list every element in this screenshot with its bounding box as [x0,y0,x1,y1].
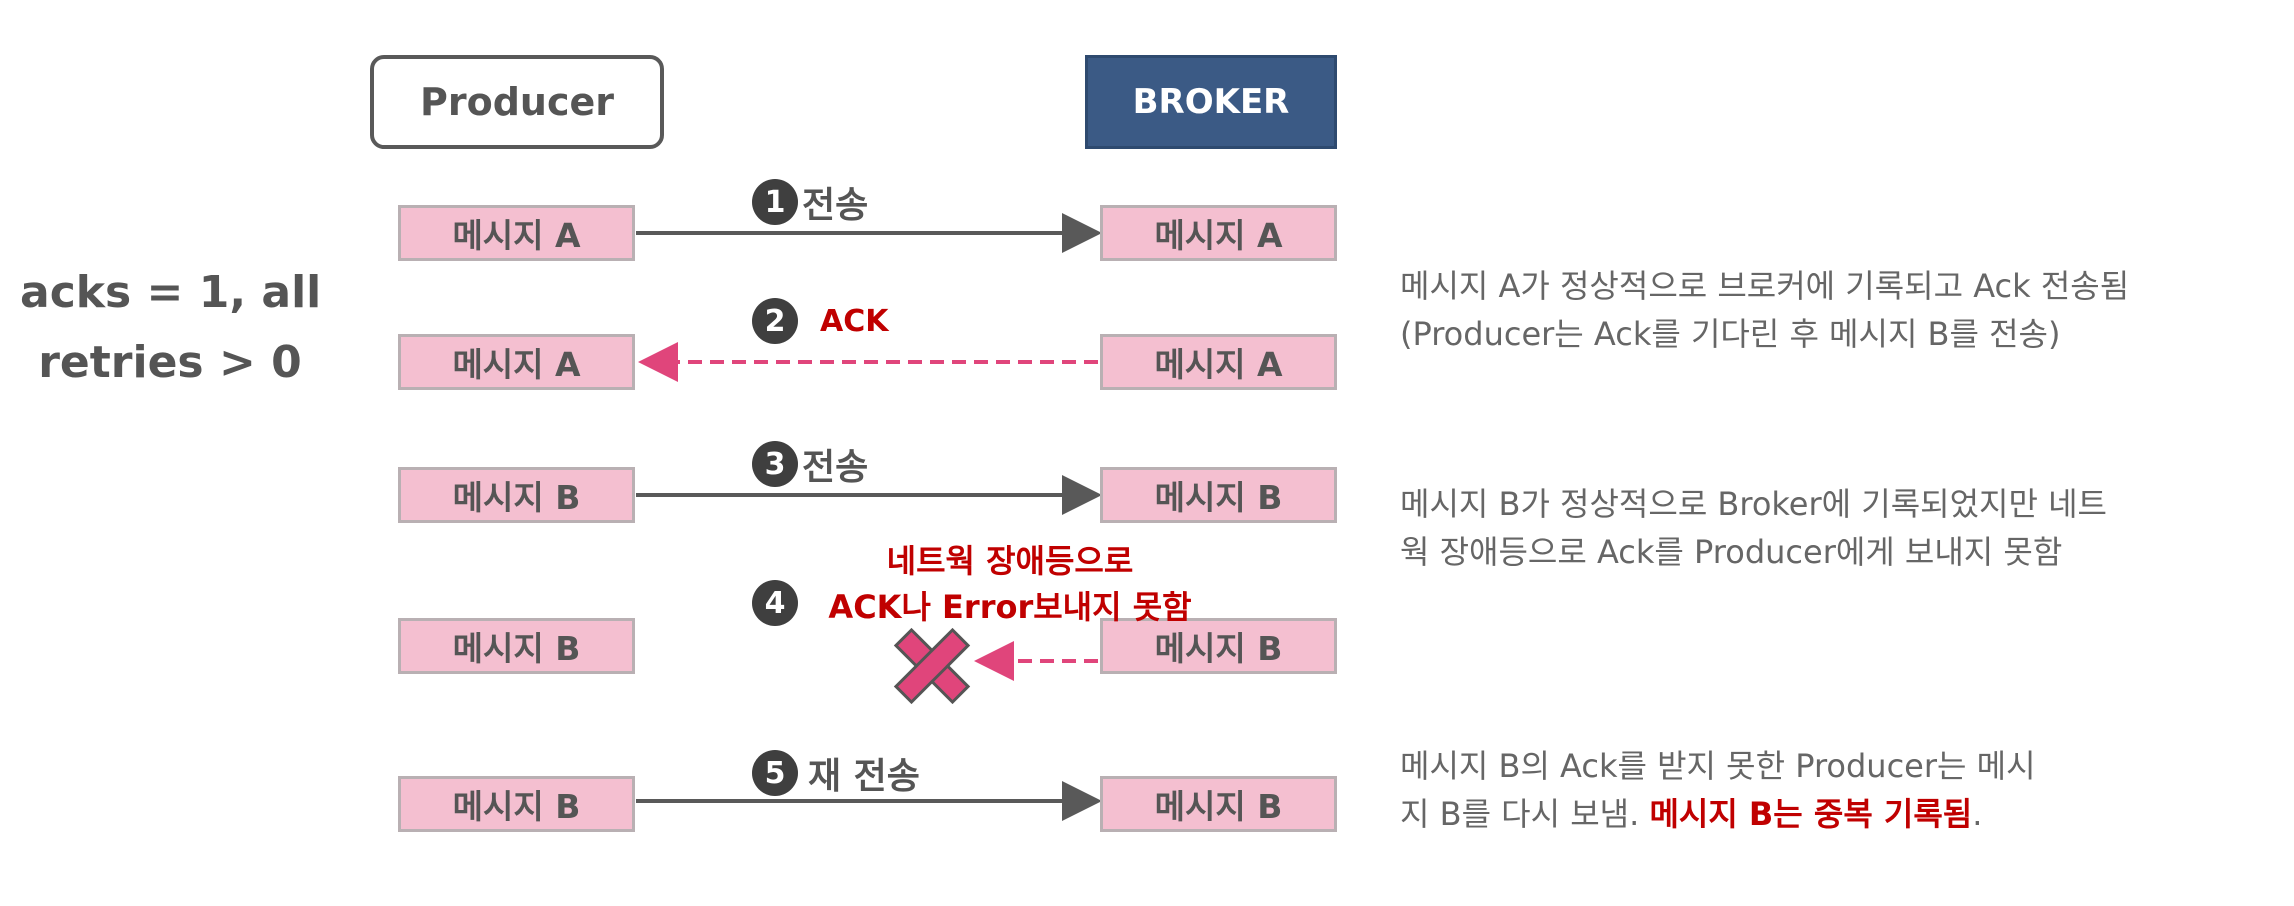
description-3: 메시지 B의 Ack를 받지 못한 Producer는 메시 지 B를 다시 보… [1400,742,2280,838]
broker-header: BROKER [1085,55,1337,149]
step-3-label: 전송 [802,447,869,488]
producer-message-4: 메시지 B [398,618,635,674]
producer-message-1: 메시지 A [398,205,635,261]
step-1: 1 전송 [752,176,868,228]
step-4-label-line1: 네트웍 장애등으로 [886,542,1134,580]
step-1-label: 전송 [802,185,869,226]
description-3-line2-end: . [1972,795,1983,833]
step-3: 3 전송 [752,438,868,490]
producer-header: Producer [370,55,664,149]
broker-message-5: 메시지 B [1100,776,1337,832]
step-2-label: ACK [820,303,889,339]
description-1-line1: 메시지 A가 정상적으로 브로커에 기록되고 Ack 전송됨 [1400,267,2130,305]
broker-message-4: 메시지 B [1100,618,1337,674]
description-2-line2: 웍 장애등으로 Ack를 Producer에게 보내지 못함 [1400,533,2063,571]
description-1-line2: (Producer는 Ack를 기다린 후 메시지 B를 전송) [1400,315,2061,353]
description-2: 메시지 B가 정상적으로 Broker에 기록되었지만 네트 웍 장애등으로 A… [1400,480,2280,576]
description-3-line2-text: 지 B를 다시 보냄. [1400,795,1650,833]
broker-message-1: 메시지 A [1100,205,1337,261]
description-1: 메시지 A가 정상적으로 브로커에 기록되고 Ack 전송됨 (Producer… [1400,262,2280,358]
step-2: 2 ACK [752,298,888,344]
step-5-label: 재 전송 [808,756,920,797]
broker-message-3: 메시지 B [1100,467,1337,523]
config-label: acks = 1, all retries > 0 [20,258,322,398]
producer-message-2: 메시지 A [398,334,635,390]
description-3-highlight: 메시지 B는 중복 기록됨 [1649,795,1973,833]
producer-message-5: 메시지 B [398,776,635,832]
broker-message-2: 메시지 A [1100,334,1337,390]
description-3-line1: 메시지 B의 Ack를 받지 못한 Producer는 메시 [1400,747,2036,785]
step-5: 5 재 전송 [752,747,920,799]
step-4-label: 네트웍 장애등으로 ACK나 Error보내지 못함 [800,538,1220,630]
producer-message-3: 메시지 B [398,467,635,523]
step-1-number: 1 [752,179,798,225]
error-x-icon [893,627,971,705]
config-retries: retries > 0 [38,337,302,388]
step-4-label-line2: ACK나 Error보내지 못함 [828,588,1192,626]
step-4-number: 4 [752,580,798,626]
step-5-number: 5 [752,750,798,796]
step-3-number: 3 [752,441,798,487]
step-2-number: 2 [752,298,798,344]
description-2-line1: 메시지 B가 정상적으로 Broker에 기록되었지만 네트 [1400,485,2107,523]
description-3-line2: 지 B를 다시 보냄. 메시지 B는 중복 기록됨. [1400,790,2280,838]
config-acks: acks = 1, all [20,267,322,318]
